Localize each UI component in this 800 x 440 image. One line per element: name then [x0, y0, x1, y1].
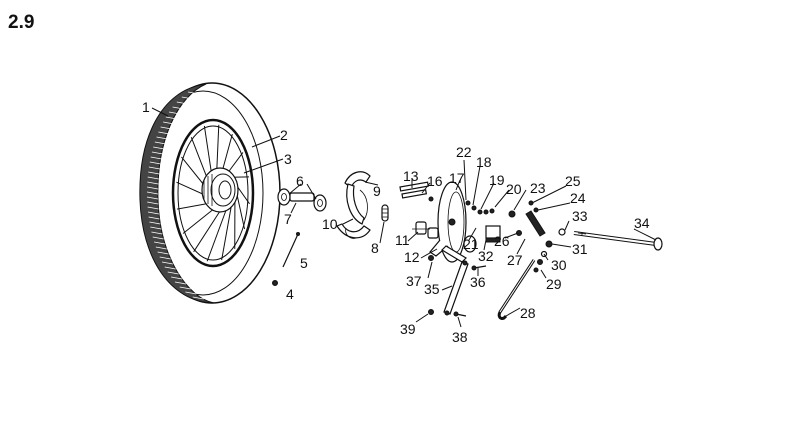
callout-4: 4 — [286, 286, 294, 302]
callout-36: 36 — [470, 274, 486, 290]
brake-rod-35 — [443, 260, 469, 316]
callout-26: 26 — [494, 233, 510, 249]
brake-lever-12 — [441, 245, 467, 263]
callout-34: 34 — [634, 215, 650, 231]
bushes-11 — [412, 221, 439, 239]
torque-arm-28 — [497, 259, 536, 320]
leader-lines — [151, 107, 657, 328]
callout-29: 29 — [546, 276, 562, 292]
callout-12: 12 — [404, 249, 420, 265]
callout-10: 10 — [322, 216, 338, 232]
callout-22: 22 — [456, 144, 472, 160]
bearings-spacer — [277, 188, 327, 212]
pins-13-16 — [399, 181, 434, 202]
bolt-38 — [453, 311, 467, 317]
callout-1: 1 — [142, 99, 150, 115]
callout-2: 2 — [280, 127, 288, 143]
callout-32: 32 — [478, 248, 494, 264]
callout-3: 3 — [284, 151, 292, 167]
callout-23: 23 — [530, 180, 546, 196]
spoke — [226, 152, 244, 174]
callout-21: 21 — [463, 236, 479, 252]
callout-31: 31 — [572, 241, 588, 257]
callout-25: 25 — [565, 173, 581, 189]
brake-backing-plate — [429, 181, 467, 263]
callout-35: 35 — [424, 281, 440, 297]
spoke — [216, 124, 220, 174]
callout-19: 19 — [489, 172, 505, 188]
washer-4 — [272, 280, 278, 286]
nut-20 — [508, 210, 516, 218]
callout-38: 38 — [452, 329, 468, 345]
callout-13: 13 — [403, 168, 419, 184]
washer-33 — [558, 228, 566, 236]
callout-8: 8 — [371, 240, 379, 256]
callout-37: 37 — [406, 273, 422, 289]
nut-39 — [428, 309, 434, 315]
spoke — [193, 207, 223, 253]
callout-33: 33 — [572, 208, 588, 224]
nuts-29-31 — [533, 240, 553, 273]
spoke — [203, 125, 213, 178]
callout-17: 17 — [449, 170, 465, 186]
callout-7: 7 — [284, 211, 292, 227]
small-hardware-18-22 — [465, 200, 495, 215]
callout-11: 11 — [395, 232, 410, 248]
spoke — [206, 206, 228, 262]
brake-shoes — [336, 171, 371, 239]
callout-39: 39 — [400, 321, 416, 337]
rim — [171, 118, 255, 268]
wheel-assembly — [139, 82, 281, 304]
spoke — [221, 134, 233, 173]
callout-6: 6 — [296, 173, 304, 189]
adjuster-23-25 — [525, 200, 546, 237]
callout-5: 5 — [300, 255, 308, 271]
bolt-36 — [471, 265, 487, 271]
callout-24: 24 — [570, 190, 586, 206]
spoke — [182, 206, 217, 234]
callout-30: 30 — [551, 257, 567, 273]
callout-27: 27 — [507, 252, 523, 268]
bolt-37 — [428, 255, 434, 261]
callout-28: 28 — [520, 305, 536, 321]
callout-9: 9 — [373, 183, 381, 199]
figure-number: 2.9 — [8, 12, 34, 33]
callout-16: 16 — [427, 173, 443, 189]
bolt-5 — [282, 232, 300, 268]
nut-26 — [516, 230, 522, 236]
callout-20: 20 — [506, 181, 522, 197]
callout-18: 18 — [476, 154, 492, 170]
spokes — [176, 124, 250, 262]
hub — [201, 167, 239, 213]
axle-34 — [573, 231, 663, 251]
spoke — [221, 202, 233, 261]
